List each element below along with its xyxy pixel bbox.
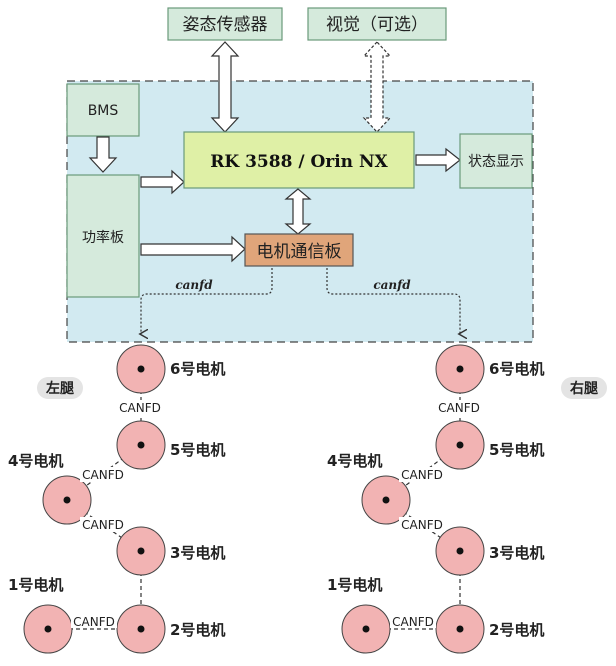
left-motor-4-axis [63, 496, 71, 504]
left-link-1-2-label: CANFD [73, 615, 115, 629]
vision-label: 视觉（可选） [326, 15, 428, 35]
right-motor-6-label: 6号电机 [489, 360, 544, 378]
right-motor-5-label: 5号电机 [489, 441, 544, 459]
right-motor-6-axis [456, 365, 464, 373]
power-board-label: 功率板 [82, 229, 124, 246]
soc-status-arrow [415, 147, 461, 173]
right-link-6-5-label: CANFD [438, 401, 480, 415]
left-leg: 左腿 CANFD CANFD CANFD CANFD 6号电机 5号电机 4号电… [8, 344, 225, 654]
left-motor-3-label: 3号电机 [170, 544, 225, 562]
power-board-box [66, 174, 140, 298]
power-soc-arrow [140, 169, 185, 195]
soc-box [183, 131, 415, 189]
left-link-5-4-label: CANFD [82, 468, 124, 482]
left-leg-label: 左腿 [45, 380, 74, 397]
canfd-bus-left [141, 268, 273, 334]
canfd-left-label: canfd [175, 278, 213, 292]
right-motor-4-axis [382, 496, 390, 504]
right-motor-4-label: 4号电机 [327, 452, 382, 470]
left-motor-5-label: 5号电机 [170, 441, 225, 459]
left-motor-2-axis [137, 625, 145, 633]
right-motor-1-axis [362, 625, 370, 633]
left-link-6-5-label: CANFD [119, 401, 161, 415]
right-motor-5-axis [456, 441, 464, 449]
vision-soc-arrow [362, 41, 392, 133]
canfd-bus-right [326, 268, 460, 334]
status-display-label: 状态显示 [468, 154, 524, 170]
right-leg-badge [561, 377, 607, 399]
attitude-sensor-label: 姿态传感器 [183, 15, 268, 35]
status-display-box [459, 133, 533, 189]
right-motor-3-axis [456, 547, 464, 555]
bms-box [66, 83, 140, 137]
left-motor-6-label: 6号电机 [170, 360, 225, 378]
motor-comm-board-box [244, 233, 354, 267]
power-comm-arrow [140, 235, 246, 263]
left-motor-6-axis [137, 365, 145, 373]
right-link-4-3-label: CANFD [401, 518, 443, 532]
left-motor-1-axis [44, 625, 52, 633]
left-motor-5-axis [137, 441, 145, 449]
bms-power-arrow [88, 136, 118, 173]
vision-box [307, 7, 447, 41]
soc-label: RK 3588 / Orin NX [210, 152, 388, 172]
bms-label: BMS [88, 103, 119, 119]
left-motor-4-label: 4号电机 [8, 452, 63, 470]
left-leg-badge [37, 377, 83, 399]
right-leg: 右腿 CANFD CANFD CANFD CANFD 6号电机 5号电机 4号电… [327, 344, 607, 654]
right-leg-label: 右腿 [569, 380, 598, 397]
attitude-sensor-box [167, 7, 283, 41]
canfd-right-label: canfd [373, 278, 411, 292]
motor-comm-board-label: 电机通信板 [257, 242, 342, 262]
left-motor-2-label: 2号电机 [170, 621, 225, 639]
left-motor-3-axis [137, 547, 145, 555]
right-motor-1-label: 1号电机 [327, 576, 382, 594]
left-link-4-3-label: CANFD [82, 518, 124, 532]
right-link-5-4-label: CANFD [401, 468, 443, 482]
right-motor-3-label: 3号电机 [489, 544, 544, 562]
left-motor-1-label: 1号电机 [8, 576, 63, 594]
right-motor-2-axis [456, 625, 464, 633]
right-link-1-2-label: CANFD [392, 615, 434, 629]
right-motor-2-label: 2号电机 [489, 621, 544, 639]
